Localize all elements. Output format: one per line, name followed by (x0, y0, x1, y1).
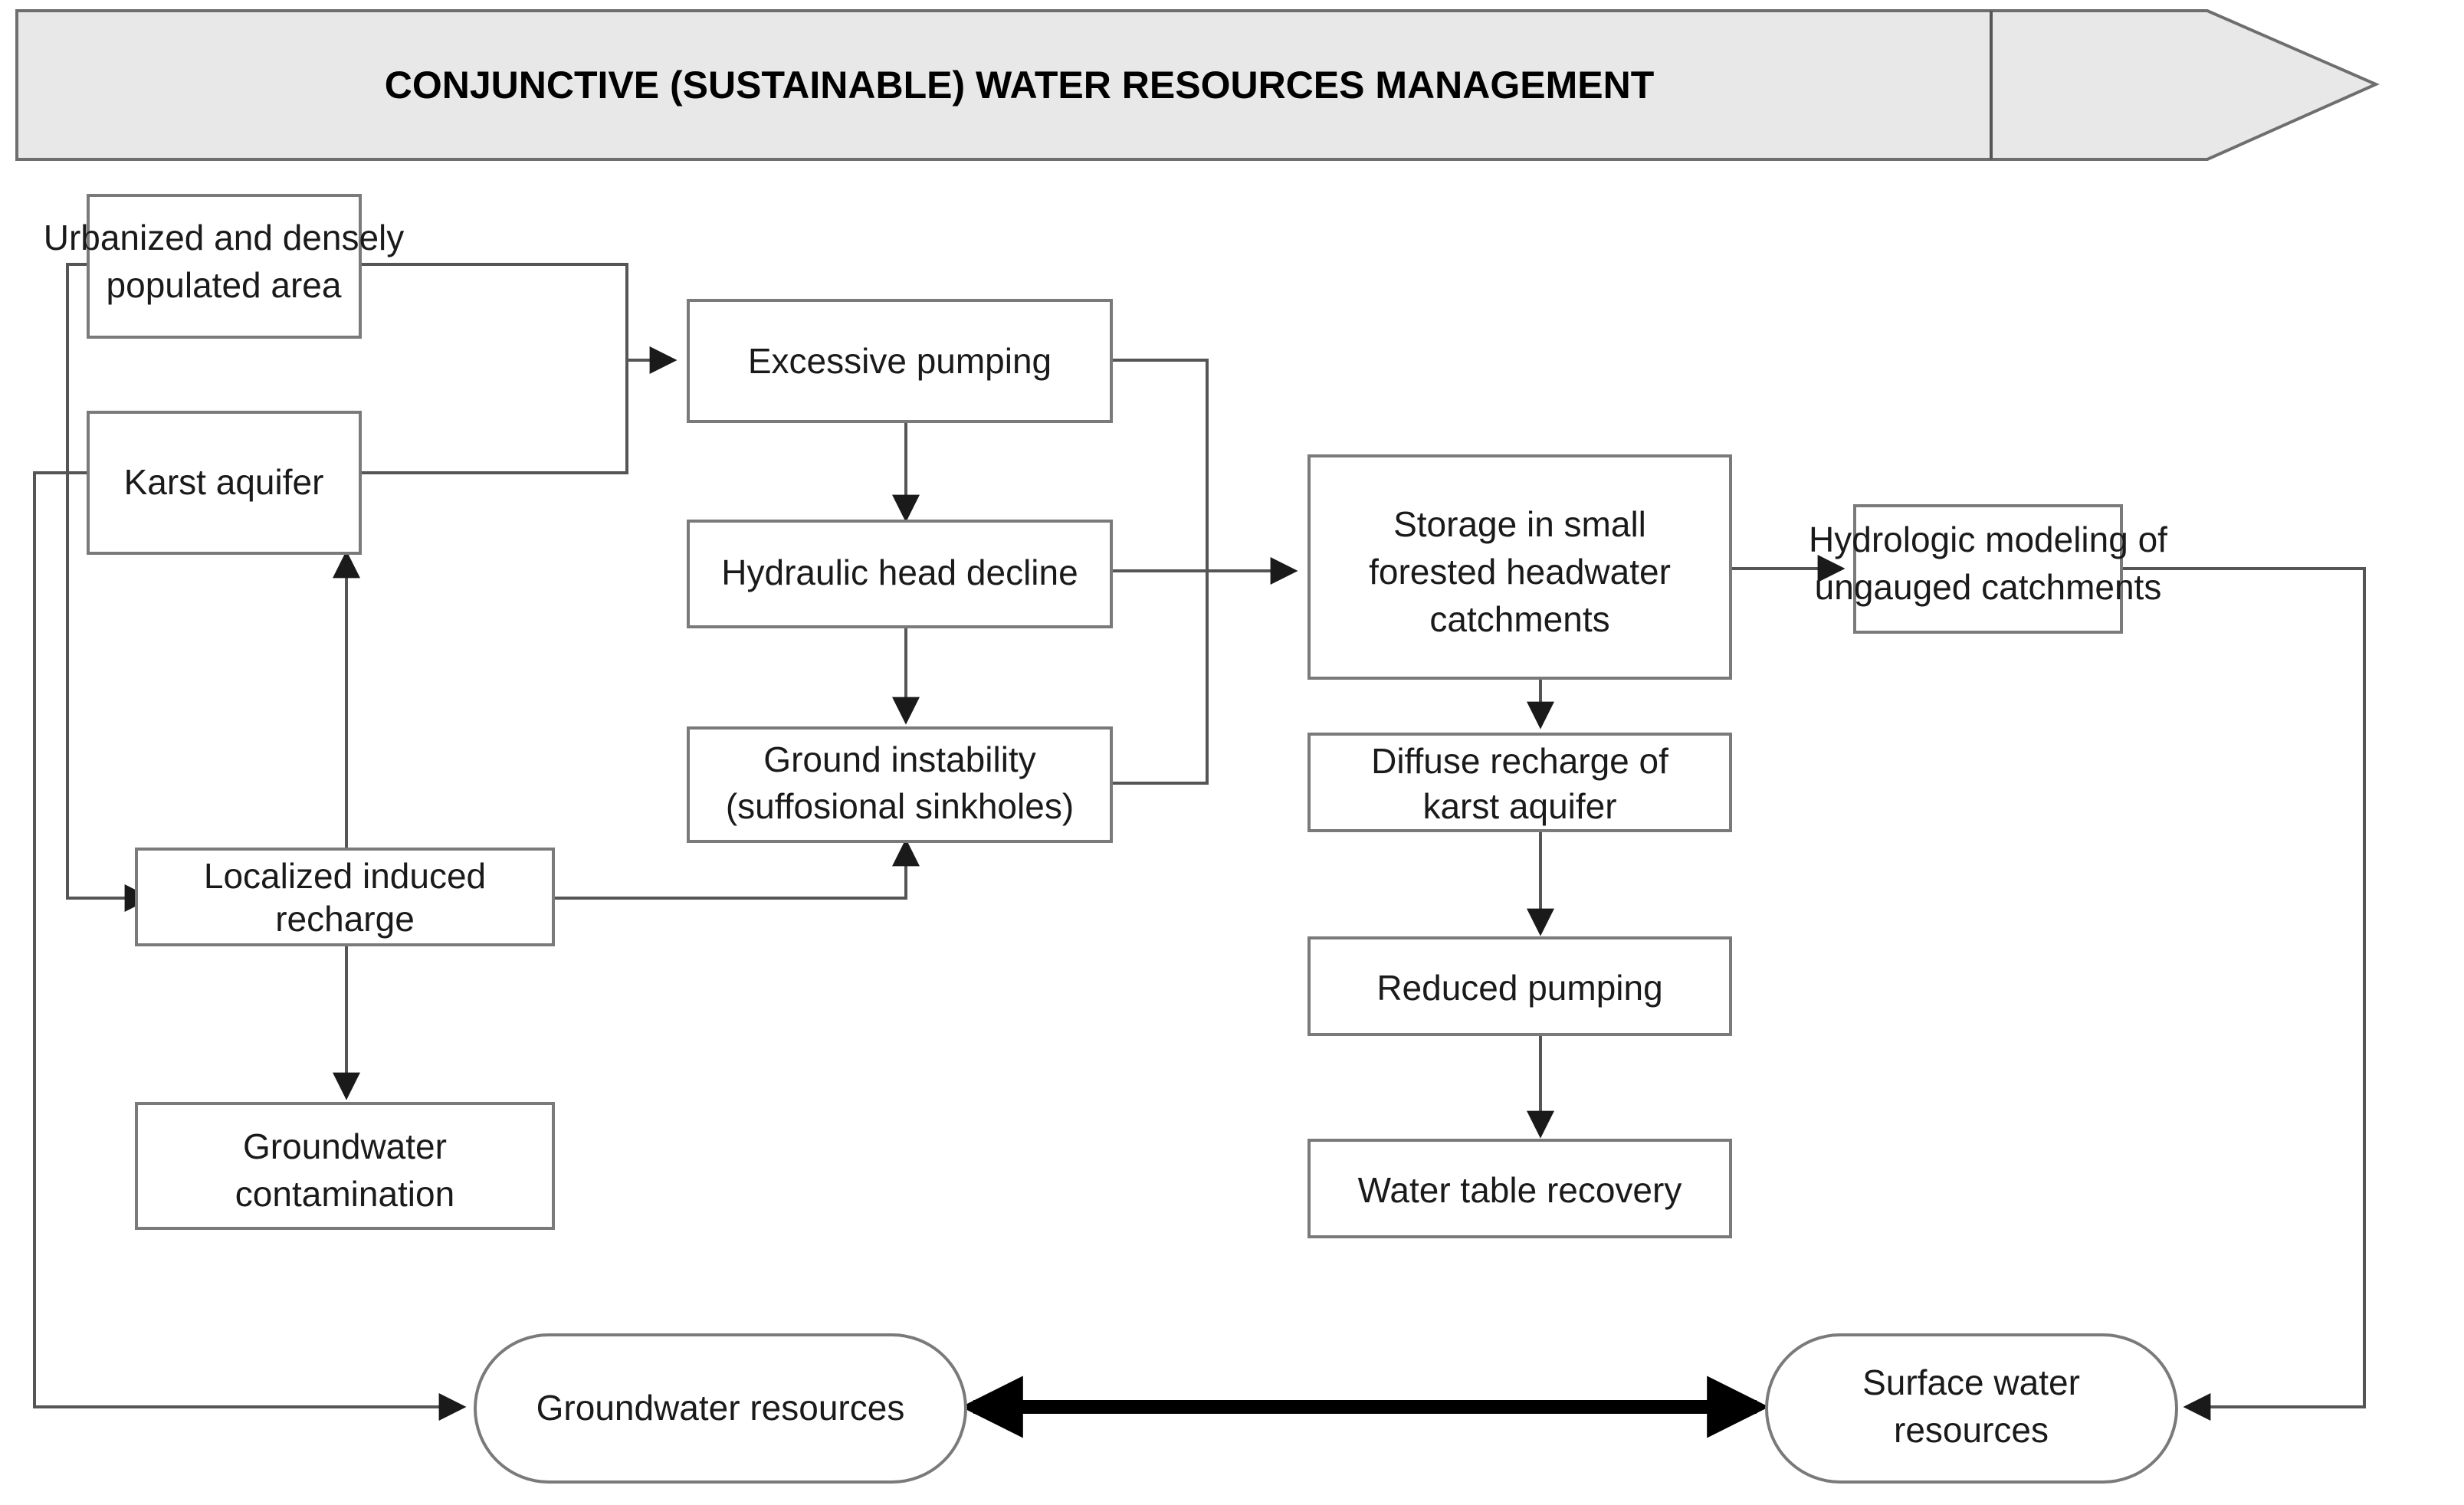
node-label-line: ungauged catchments (1815, 567, 2162, 607)
edge-ground-instability-to-storage (1111, 571, 1209, 785)
node-urbanized-and-densely-populated-area[interactable]: Urbanized and densely populated area (44, 194, 405, 339)
edge-karst-to-excessive-pumping (360, 360, 628, 474)
node-hydrologic-modeling-of-ungauged-catchments[interactable]: Hydrologic modeling of ungauged catchmen… (1809, 504, 2167, 634)
banner-header: CONJUNCTIVE (SUSTAINABLE) WATER RESOURCE… (15, 9, 2380, 161)
node-label-line: Groundwater (243, 1126, 447, 1166)
node-label-line: Hydraulic head decline (721, 552, 1078, 592)
node-label-line: Urbanized and densely (44, 218, 405, 257)
edge-karst-to-groundwater-resources (33, 471, 467, 1421)
node-label-line: Surface water (1862, 1362, 2080, 1402)
node-label-line: Hydrologic modeling of (1809, 520, 2167, 559)
edge-hydrologic-modeling-to-surface-water (2121, 567, 2366, 1421)
node-label-line: Excessive pumping (748, 341, 1052, 381)
node-diffuse-recharge-of-karst-aquifer[interactable]: Diffuse recharge of karst aquifer (1307, 733, 1732, 832)
node-label-line: Ground instability (763, 739, 1035, 779)
node-groundwater-resources[interactable]: Groundwater resources (474, 1333, 967, 1484)
node-excessive-pumping[interactable]: Excessive pumping (687, 299, 1113, 423)
node-label-line: resources (1894, 1410, 2049, 1450)
node-label-line: Localized induced (204, 856, 486, 896)
edge-excessive-pumping-to-storage (1111, 359, 1209, 571)
node-label-line: catchments (1429, 599, 1609, 639)
node-label-line: recharge (275, 899, 415, 939)
node-label-line: contamination (235, 1174, 454, 1214)
node-localized-induced-recharge[interactable]: Localized induced recharge (135, 848, 555, 946)
node-ground-instability[interactable]: Ground instability (suffosional sinkhole… (687, 726, 1113, 843)
node-label-line: (suffosional sinkholes) (726, 786, 1074, 826)
edge-localized-recharge-to-ground-instability (553, 838, 920, 900)
edge-layer (33, 263, 2366, 1438)
node-label-line: Karst aquifer (124, 462, 324, 502)
node-water-table-recovery[interactable]: Water table recovery (1307, 1139, 1732, 1238)
node-hydraulic-head-decline[interactable]: Hydraulic head decline (687, 520, 1113, 628)
node-label-line: karst aquifer (1422, 786, 1616, 826)
edge-urbanized-to-localized-recharge (66, 263, 153, 912)
node-groundwater-contamination[interactable]: Groundwater contamination (135, 1102, 555, 1230)
banner-pentagon-shape (15, 9, 2380, 161)
node-label-line: Groundwater resources (536, 1388, 905, 1428)
node-label-line: Diffuse recharge of (1371, 741, 1668, 781)
node-surface-water-resources[interactable]: Surface water resources (1765, 1333, 2178, 1484)
node-label-line: Water table recovery (1358, 1170, 1682, 1210)
node-karst-aquifer[interactable]: Karst aquifer (87, 411, 362, 555)
node-label-line: forested headwater (1369, 552, 1671, 592)
node-label-line: Storage in small (1393, 504, 1646, 544)
node-reduced-pumping[interactable]: Reduced pumping (1307, 936, 1732, 1036)
edge-urbanized-to-excessive-pumping (360, 263, 628, 360)
node-storage-in-small-forested-headwater-catchments[interactable]: Storage in small forested headwater catc… (1307, 454, 1732, 680)
page-title: CONJUNCTIVE (SUSTAINABLE) WATER RESOURCE… (385, 64, 1655, 107)
node-label-line: populated area (107, 265, 342, 305)
node-label-line: Reduced pumping (1376, 968, 1662, 1008)
